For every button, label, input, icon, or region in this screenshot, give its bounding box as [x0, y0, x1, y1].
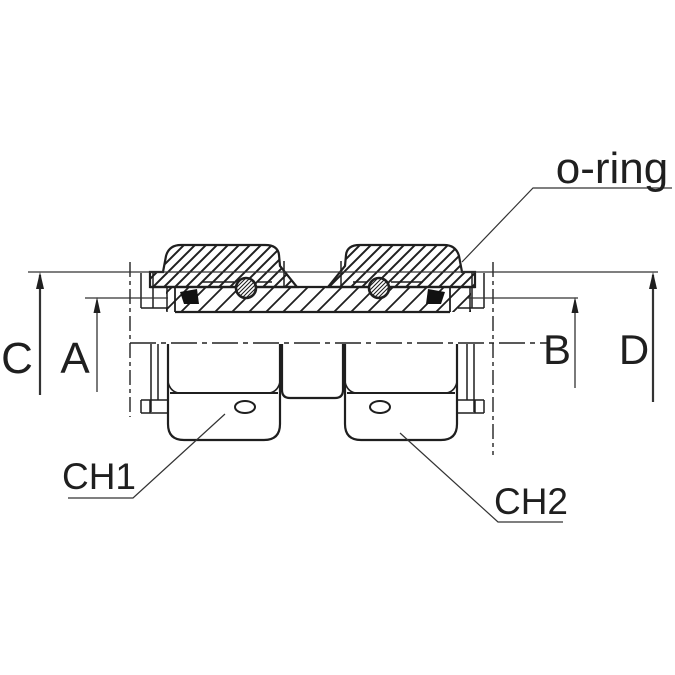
left-nut-outline [166, 344, 282, 442]
right-nut-section [325, 243, 477, 289]
section-view-top [140, 243, 485, 314]
oring-leader-line [461, 187, 672, 263]
dim-b-label: B [543, 326, 571, 373]
dim-c-label: C [1, 334, 33, 383]
ch1-leader-line [68, 413, 226, 499]
dim-b-arrowhead [571, 297, 579, 313]
centerlines [129, 262, 548, 455]
left-nut-chamfers [167, 381, 281, 394]
right-seal-ring [426, 289, 445, 304]
left-oring [234, 276, 258, 300]
right-nut-outline [343, 344, 459, 442]
right-oring [367, 276, 391, 300]
ch1-label: CH1 [62, 456, 136, 497]
left-seal-ring [180, 289, 199, 304]
right-nut-flat-mark [369, 400, 391, 414]
dimensions [28, 271, 658, 402]
oring-label: o-ring [556, 144, 669, 193]
right-nut-chamfers [344, 381, 458, 394]
right-tube-stub-bottom [457, 399, 485, 414]
dim-d-arrowhead [649, 272, 657, 289]
dim-a-label: A [60, 334, 90, 383]
center-body-outline [280, 344, 345, 400]
dim-c-arrowhead [36, 272, 44, 289]
body-section-hatch [166, 287, 471, 312]
dim-d-label: D [619, 326, 649, 373]
exterior-view-bottom [140, 344, 485, 442]
left-nut-section [148, 243, 300, 289]
left-tube-stub-bottom [140, 399, 168, 414]
ch2-label: CH2 [494, 481, 568, 522]
dim-a-arrowhead [93, 297, 101, 313]
left-tube-stub-top [140, 273, 167, 309]
leaders [68, 187, 672, 523]
labels: o-ring C A B D CH1 CH2 [1, 144, 668, 522]
right-tube-stub-top [458, 273, 485, 309]
left-nut-flat-mark [234, 400, 256, 414]
ch2-leader-line [399, 432, 563, 523]
